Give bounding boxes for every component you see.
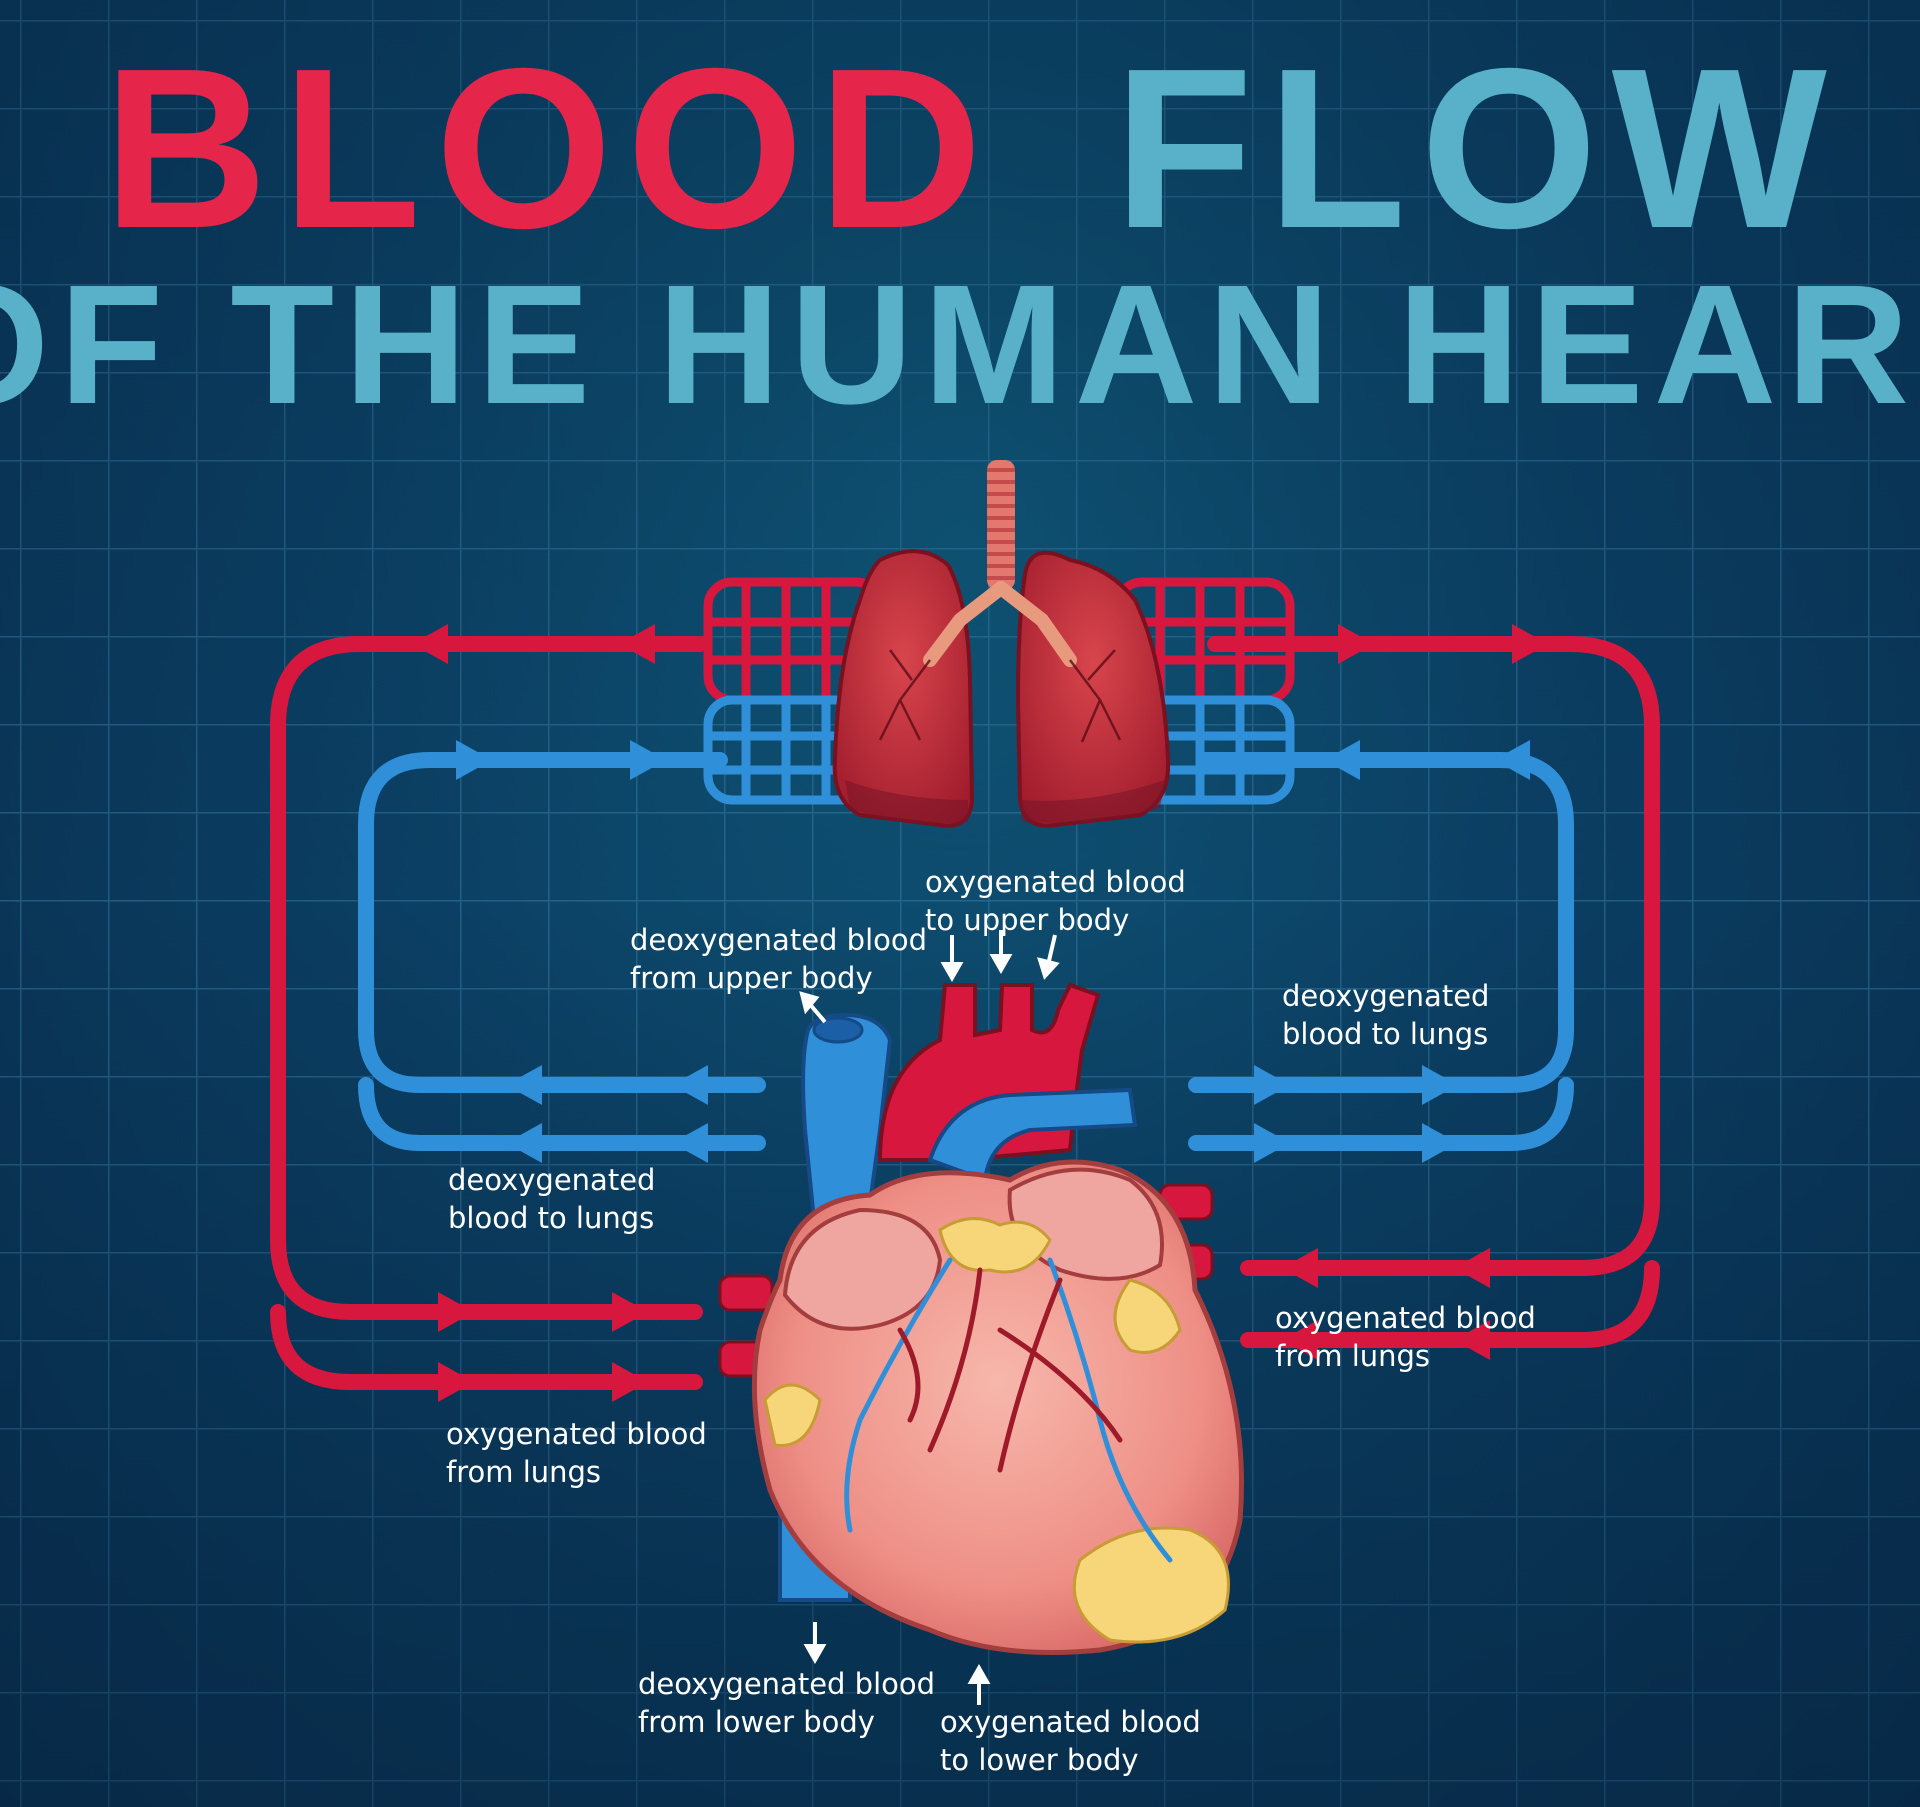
oxygenated-loop-right-inner — [1240, 1260, 1660, 1348]
arrow-red-top-left-2 — [619, 624, 655, 664]
flow-arrows — [412, 624, 1548, 1402]
flow-loops — [270, 636, 1660, 1390]
arrow-red-top-right-1 — [1338, 624, 1374, 664]
title-word-flow: FLOW — [1114, 22, 1841, 276]
label-deoxy-lower-line2: from lower body — [638, 1705, 875, 1739]
oxygenated-loop-left-outer — [270, 636, 708, 1320]
superior-vena-cava — [801, 1012, 893, 1253]
title-word-blood: BLOOD — [103, 22, 996, 276]
annotation-labels: oxygenated blood to upper body deoxygena… — [446, 865, 1536, 1777]
trachea — [987, 460, 1015, 590]
arrow-blue-mid-right-1 — [1254, 1065, 1290, 1105]
arrow-red-left-1 — [438, 1292, 474, 1332]
title-line-1: BLOOD FLOW — [103, 22, 1841, 276]
arrow-blue-mid-right-4 — [1422, 1123, 1458, 1163]
arrow-blue-top-left-2 — [630, 740, 666, 780]
label-oxy-from-lungs-left-line1: oxygenated blood — [446, 1417, 707, 1451]
label-oxy-lower-line1: oxygenated blood — [940, 1705, 1201, 1739]
pulmonary-artery — [927, 1087, 1138, 1183]
label-oxy-from-lungs-right-line1: oxygenated blood — [1275, 1301, 1536, 1335]
label-pointer-arrows — [799, 930, 1060, 1705]
arrow-blue-mid-right-3 — [1254, 1123, 1290, 1163]
arrow-blue-top-right-2 — [1494, 740, 1530, 780]
arrow-red-left-4 — [612, 1362, 648, 1402]
label-oxy-lower-line2: to lower body — [940, 1743, 1139, 1777]
label-deoxy-lower-line1: deoxygenated blood — [638, 1667, 935, 1701]
label-deoxy-upper-line1: deoxygenated blood — [630, 923, 927, 957]
label-oxy-upper-line1: oxygenated blood — [925, 865, 1186, 899]
right-atrium — [782, 1207, 943, 1331]
lungs-illustration — [832, 460, 1171, 828]
arrow-red-right-4 — [1454, 1320, 1490, 1360]
arrow-blue-top-left-1 — [456, 740, 492, 780]
arrow-red-right-1 — [1282, 1248, 1318, 1288]
label-oxy-from-lungs-right-line2: from lungs — [1275, 1339, 1430, 1373]
label-deoxy-lungs-left-line1: deoxygenated — [448, 1163, 655, 1197]
deoxygenated-loop-left-outer — [358, 752, 766, 1093]
arrow-blue-mid-left-4 — [672, 1123, 708, 1163]
arrow-blue-mid-left-2 — [672, 1065, 708, 1105]
label-deoxy-lungs-left-line2: blood to lungs — [448, 1201, 654, 1235]
arrow-blue-mid-left-3 — [506, 1123, 542, 1163]
deoxygenated-loop-right-inner — [1188, 1077, 1574, 1151]
lung-left — [832, 549, 975, 828]
label-deoxy-lungs-right-line2: blood to lungs — [1282, 1017, 1488, 1051]
heart-illustration — [718, 982, 1244, 1655]
label-deoxy-upper-line2: from upper body — [630, 961, 873, 995]
label-oxy-upper-line2: to upper body — [925, 903, 1129, 937]
title-line-2: OF THE HUMAN HEART — [0, 250, 1920, 440]
arrow-blue-top-right-1 — [1324, 740, 1360, 780]
arrow-red-left-2 — [612, 1292, 648, 1332]
arrow-blue-mid-left-1 — [506, 1065, 542, 1105]
label-deoxy-lungs-right-line1: deoxygenated — [1282, 979, 1489, 1013]
arrow-red-left-3 — [438, 1362, 474, 1402]
arrow-red-top-right-2 — [1512, 624, 1548, 664]
oxygenated-loop-right-outer — [1207, 636, 1660, 1276]
arrow-red-right-2 — [1454, 1248, 1490, 1288]
arrow-red-right-3 — [1282, 1320, 1318, 1360]
arrow-red-top-left-1 — [412, 624, 448, 664]
pulmonary-vein-left-1 — [718, 1274, 774, 1312]
oxygenated-loop-left-inner — [270, 1304, 703, 1390]
arrow-blue-mid-right-2 — [1422, 1065, 1458, 1105]
label-oxy-from-lungs-left-line2: from lungs — [446, 1455, 601, 1489]
coronary-vessels — [844, 1257, 1173, 1563]
deoxygenated-loop-left-inner — [358, 1077, 766, 1151]
title: BLOOD FLOW OF THE HUMAN HEART — [0, 22, 1920, 440]
